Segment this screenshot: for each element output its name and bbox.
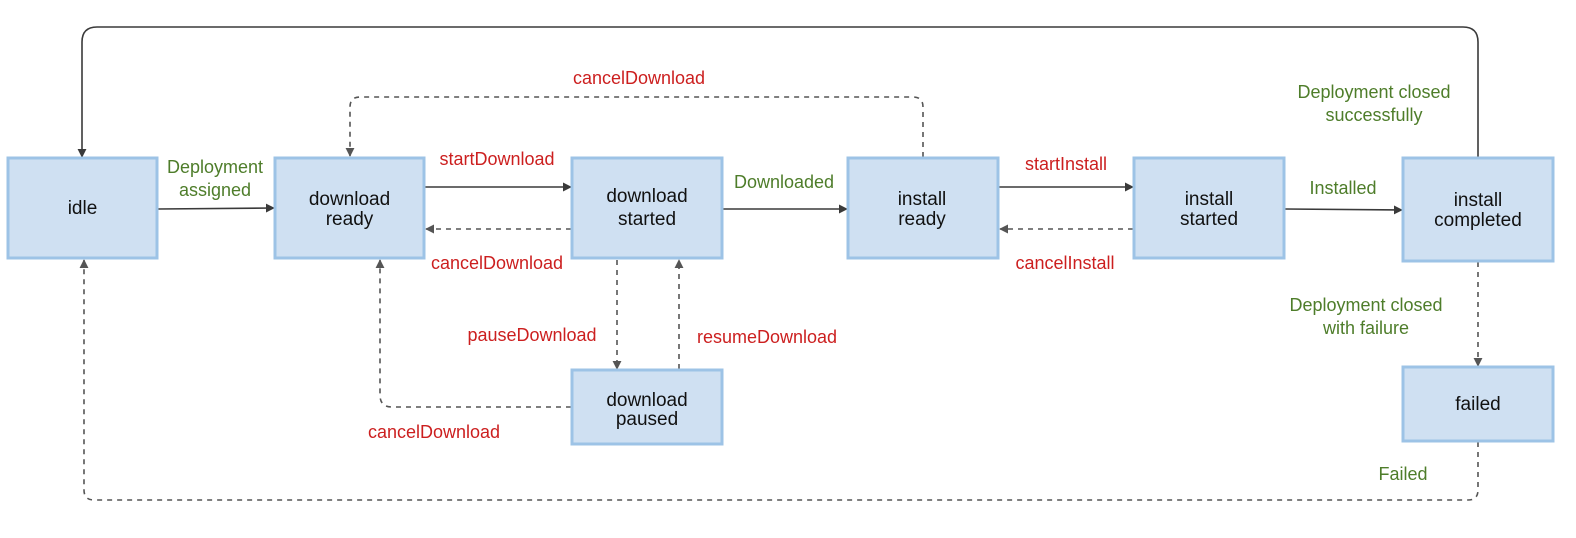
edge-installed xyxy=(1284,205,1403,215)
label-start-download: startDownload xyxy=(439,149,554,169)
state-install-started-line1: install xyxy=(1185,189,1234,210)
label-failed-transition: Failed xyxy=(1378,464,1427,484)
label-closed-with-failure-line2: with failure xyxy=(1322,318,1409,338)
label-cancel-install: cancelInstall xyxy=(1015,253,1114,273)
state-install-completed-line2: completed xyxy=(1434,210,1522,231)
label-resume-download: resumeDownload xyxy=(697,327,837,347)
label-deployment-assigned-line1: Deployment xyxy=(167,157,263,177)
state-download-paused-line2: paused xyxy=(616,409,678,430)
state-idle-label: idle xyxy=(68,198,98,219)
state-install-started: install started xyxy=(1132,156,1286,260)
edge-deployment-closed-successfully xyxy=(77,26,1479,158)
edge-idle-to-download-ready xyxy=(157,203,275,213)
state-download-paused: download paused xyxy=(570,368,724,446)
label-downloaded: Downloaded xyxy=(734,172,834,192)
state-download-paused-line1: download xyxy=(606,390,687,411)
state-install-ready-line2: ready xyxy=(898,209,946,230)
state-download-ready: download ready xyxy=(273,156,426,260)
state-install-completed-line1: install xyxy=(1454,190,1503,211)
label-start-install: startInstall xyxy=(1025,154,1107,174)
state-failed-label: failed xyxy=(1455,394,1500,415)
state-download-started: download started xyxy=(570,156,724,260)
label-cancel-download-top: cancelDownload xyxy=(573,68,705,88)
state-download-ready-line2: ready xyxy=(326,209,374,230)
edge-cancel-download-top xyxy=(345,96,924,157)
label-cancel-download-bottom: cancelDownload xyxy=(368,422,500,442)
state-failed: failed xyxy=(1401,365,1555,443)
label-deployment-assigned-line2: assigned xyxy=(179,180,251,200)
label-cancel-download-mid: cancelDownload xyxy=(431,253,563,273)
label-closed-with-failure-line1: Deployment closed xyxy=(1289,295,1442,315)
state-install-started-line2: started xyxy=(1180,209,1238,230)
state-download-started-line2: started xyxy=(618,209,676,230)
label-closed-successfully-line1: Deployment closed xyxy=(1297,82,1450,102)
state-install-ready: install ready xyxy=(846,156,1000,260)
state-idle: idle xyxy=(6,156,159,260)
state-install-ready-line1: install xyxy=(898,189,947,210)
state-download-started-line1: download xyxy=(606,186,687,207)
state-download-ready-line1: download xyxy=(309,189,390,210)
edge-failed xyxy=(79,259,1479,501)
label-pause-download: pauseDownload xyxy=(467,325,596,345)
state-install-completed: install completed xyxy=(1401,156,1555,263)
label-installed: Installed xyxy=(1309,178,1376,198)
label-closed-successfully-line2: successfully xyxy=(1325,105,1422,125)
